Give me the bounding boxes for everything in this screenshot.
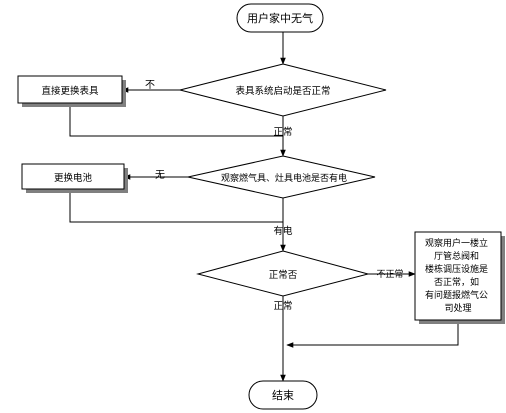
edge-replace-battery-to-merge (69, 189, 283, 223)
inspect-line-4: 否正常，如 (434, 276, 479, 288)
inspect-label: 观察用户一楼立 厅管总阀和 楼栋调压设施是 否正常，如 有问题报燃气公 司处理 (425, 237, 491, 314)
edge-label-normal-1: 正常 (273, 126, 292, 138)
inspect-line-6: 司处理 (444, 302, 471, 314)
edge-inspect-to-merge (286, 320, 459, 348)
edge-label-none: 无 (155, 170, 165, 181)
replace-battery-label: 更换电池 (54, 172, 93, 184)
inspect-line-2: 厅管总阀和 (434, 250, 479, 262)
replace-battery-box (21, 163, 125, 190)
replace-meter-box (17, 75, 123, 104)
edge-label-no: 不 (145, 80, 155, 91)
battery-check-label: 观察燃气具、灶具电池是否有电 (221, 172, 347, 184)
edge-label-abnormal: 不正常 (376, 268, 403, 280)
replace-meter-label: 直接更换表具 (41, 85, 99, 97)
meter-check-label: 表具系统启动是否正常 (235, 85, 330, 97)
edge-replace-meter-to-merge (69, 103, 283, 137)
inspect-line-5: 有问题报燃气公 (425, 289, 488, 301)
end-label: 结束 (272, 389, 294, 402)
battery-check-diamond (187, 155, 376, 199)
edge-label-has-power: 有电 (273, 225, 293, 237)
edge-label-normal-2: 正常 (273, 300, 292, 312)
end-node (248, 380, 318, 410)
inspect-box (414, 231, 502, 321)
inspect-line-1: 观察用户一楼立 (425, 237, 488, 249)
meter-check-diamond (179, 63, 387, 117)
inspect-line-3: 楼栋调压设施是 (425, 263, 488, 275)
normal-check-diamond (196, 250, 370, 297)
start-label: 用户家中无气 (247, 11, 313, 25)
normal-check-label: 正常否 (269, 269, 298, 281)
start-node (236, 3, 324, 33)
